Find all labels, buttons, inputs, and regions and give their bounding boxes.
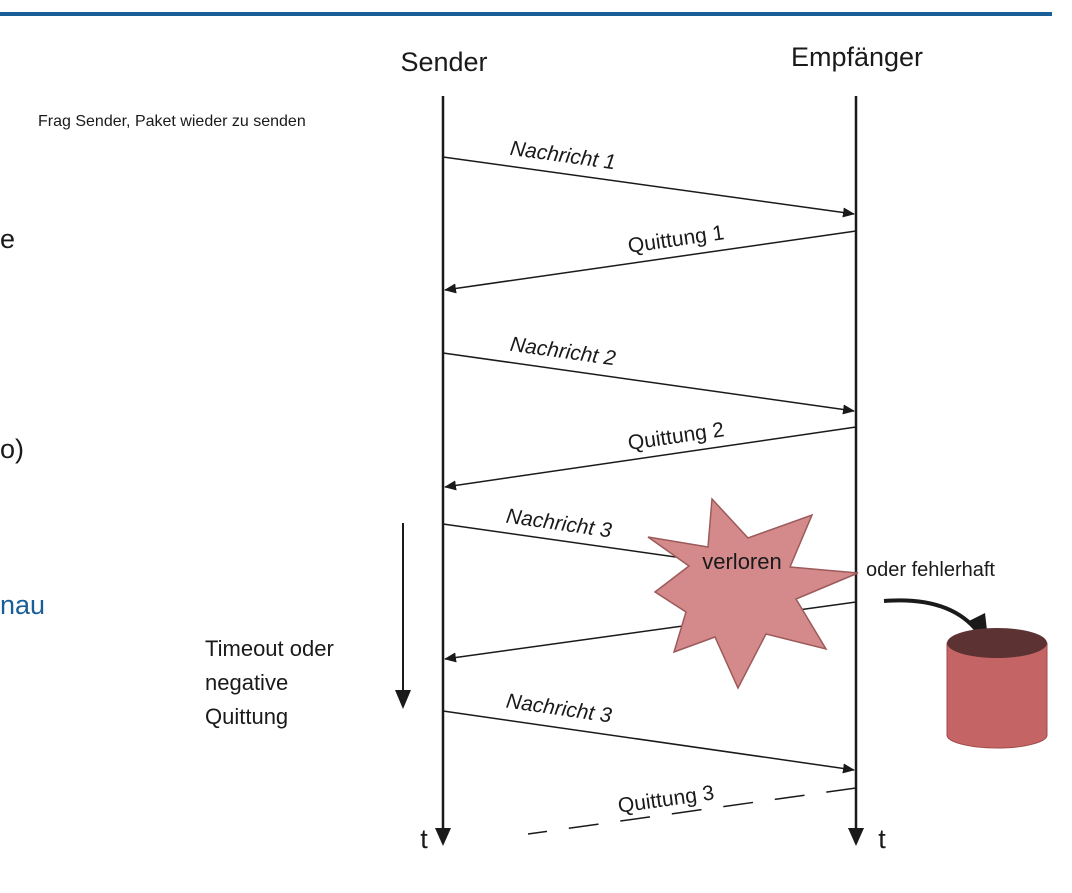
faulty-curved-arrow	[883, 598, 980, 634]
resend-note: Frag Sender, Paket wieder zu senden	[38, 113, 306, 130]
message-arrow-quittung-2	[444, 426, 857, 491]
faulty-label: oder fehlerhaft	[866, 559, 995, 581]
slide-text-fragment-1: e	[0, 224, 16, 254]
message-arrow-nachricht-3-retransmit	[442, 710, 855, 774]
discard-bin-icon	[946, 628, 1048, 749]
timeout-label-line-3: Quittung	[205, 704, 288, 729]
sender-time-label: t	[420, 824, 428, 854]
receiver-time-label: t	[878, 824, 886, 854]
message-arrow-quittung-3	[527, 787, 857, 835]
message-label-quittung-2: Quittung 2	[626, 418, 725, 455]
slide-text-fragment-2: o)	[0, 434, 25, 464]
loss-label: verloren	[702, 549, 781, 574]
message-arrow-quittung-1	[444, 230, 857, 294]
top-rule	[0, 12, 1052, 16]
sender-time-arrowhead	[435, 828, 451, 846]
message-label-quittung-3: Quittung 3	[617, 781, 716, 817]
timeout-label-line-1: Timeout oder	[205, 636, 334, 661]
receiver-label: Empfänger	[791, 42, 923, 72]
loss-burst	[647, 497, 859, 690]
message-arrow-nachricht-2	[442, 352, 855, 415]
message-label-nachricht-3-lost: Nachricht 3	[505, 505, 614, 543]
receiver-time-arrowhead	[848, 828, 864, 846]
sender-label: Sender	[400, 47, 487, 77]
timeout-arrowhead	[395, 690, 411, 709]
timeout-label-line-2: negative	[205, 670, 288, 695]
message-arrow-nachricht-1	[442, 156, 855, 218]
slide-text-fragment-3: nau	[0, 590, 46, 620]
